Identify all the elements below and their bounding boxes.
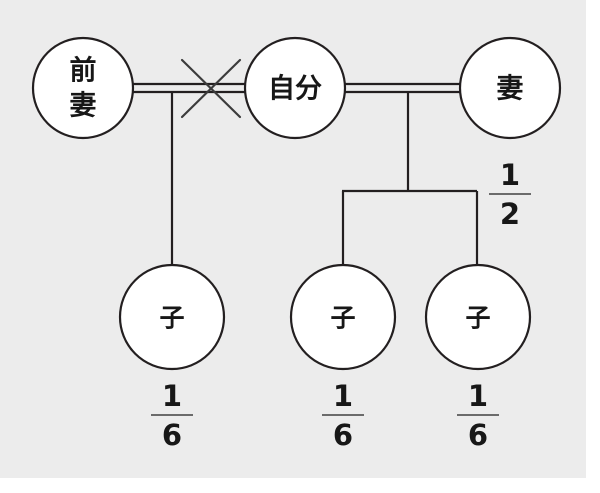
node-ex-wife-label-line-2: 妻 [70, 91, 97, 122]
share-denominator-wife: 2 [500, 197, 520, 231]
node-child-2[interactable]: 子 [289, 263, 397, 371]
share-fraction-child-3: 1 6 [457, 379, 499, 452]
node-self-label: 自分 [268, 73, 322, 105]
share-denominator-child-2: 6 [333, 418, 353, 452]
share-fraction-wife: 1 2 [489, 158, 531, 231]
node-self[interactable]: 自分 [243, 36, 347, 140]
marriage-line-former [131, 82, 248, 94]
share-numerator-child-1: 1 [162, 379, 182, 413]
share-numerator-wife: 1 [500, 158, 520, 192]
node-wife-label: 妻 [497, 74, 524, 105]
share-fraction-child-2: 1 6 [322, 379, 364, 452]
share-numerator-child-3: 1 [468, 379, 488, 413]
node-child-2-circle[interactable] [289, 263, 397, 371]
marriage-line-current [343, 82, 462, 94]
share-fraction-child-1: 1 6 [151, 379, 193, 452]
node-child-1-circle[interactable] [118, 263, 226, 371]
node-child-2-label: 子 [330, 304, 355, 333]
share-denominator-child-3: 6 [468, 418, 488, 452]
node-child-1[interactable]: 子 [118, 263, 226, 371]
divorce-x-icon [180, 58, 242, 119]
node-child-3[interactable]: 子 [424, 263, 532, 371]
node-ex-wife-label-line-1: 前 [70, 55, 97, 87]
share-denominator-child-1: 6 [162, 418, 182, 452]
node-wife-circle[interactable] [458, 36, 562, 140]
node-ex-wife-circle[interactable] [31, 36, 135, 140]
node-ex-wife[interactable]: 前 妻 [31, 36, 135, 140]
share-numerator-child-2: 1 [333, 379, 353, 413]
node-child-3-label: 子 [465, 304, 490, 333]
node-wife[interactable]: 妻 [458, 36, 562, 140]
node-self-circle[interactable] [243, 36, 347, 140]
node-child-1-label: 子 [159, 304, 184, 333]
node-child-3-circle[interactable] [424, 263, 532, 371]
